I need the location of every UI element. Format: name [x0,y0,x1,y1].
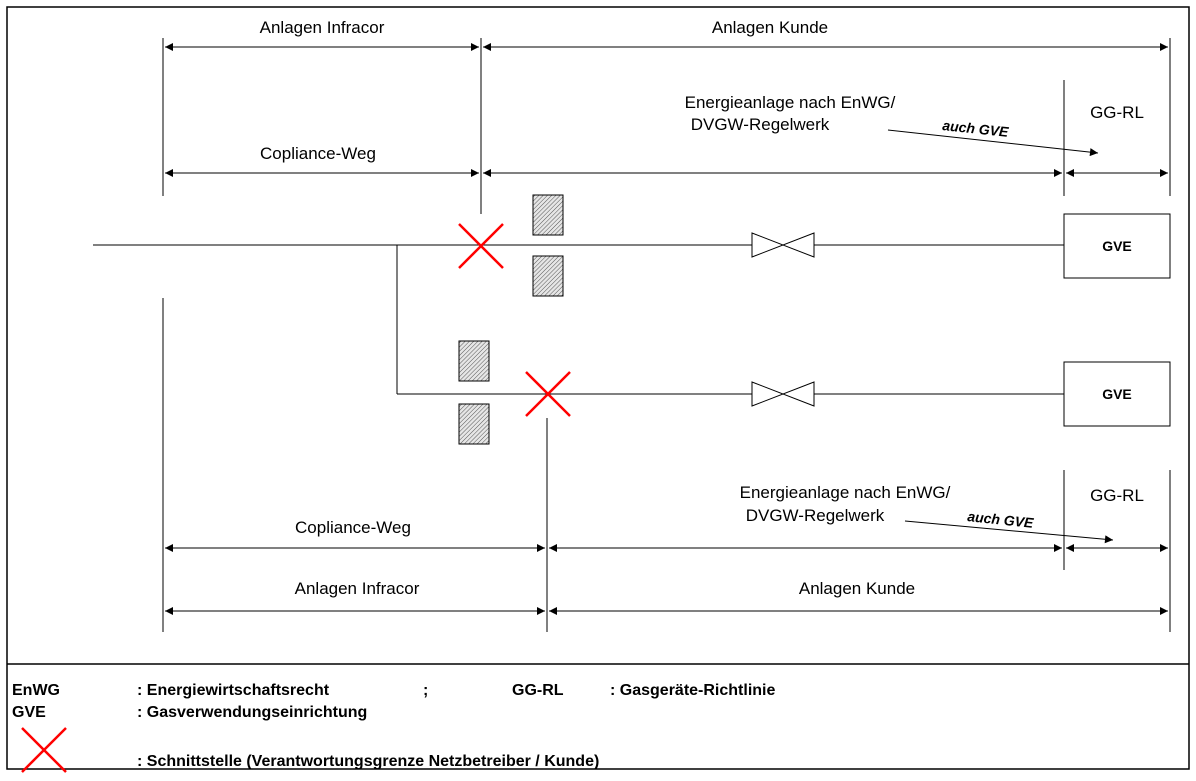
legend-cross-icon [21,727,67,773]
hatched-block-top-lower [532,255,564,297]
label-top-copliance-weg: Copliance-Weg [260,144,376,163]
arrow-bottom-auch-gve [904,520,1114,544]
gve-box-top-label: GVE [1102,238,1132,254]
legend-separator: ; [423,682,428,699]
label-top-energieanlage-1: Energieanlage nach EnWG/ [685,93,896,112]
label-top-auch-gve: auch GVE [942,117,1010,140]
arrow-top-auch-gve [887,129,1099,157]
diagram-frame [6,6,1190,770]
valve-top-icon [751,232,815,258]
label-top-anlagen-infracor: Anlagen Infracor [260,18,385,37]
gve-box-bottom [1063,361,1171,427]
label-bottom-copliance-weg: Copliance-Weg [295,518,411,537]
label-bottom-anlagen-kunde: Anlagen Kunde [799,579,915,598]
label-bottom-energieanlage-2: DVGW-Regelwerk [746,506,885,525]
interface-cross-top-icon [458,223,504,269]
interface-cross-bottom-icon [525,371,571,417]
label-top-energieanlage-2: DVGW-Regelwerk [691,115,830,134]
hatched-block-bottom-lower [458,403,490,445]
legend-enwg-desc: : Energiewirtschaftsrecht [137,682,330,699]
label-bottom-auch-gve: auch GVE [967,508,1035,531]
gve-box-top [1063,213,1171,279]
legend-ggrl-abbr: GG-RL [512,682,564,699]
label-bottom-anlagen-infracor: Anlagen Infracor [295,579,420,598]
legend-gve-desc: : Gasverwendungseinrichtung [137,704,367,721]
hatched-block-bottom-upper [458,340,490,382]
label-top-gg-rl: GG-RL [1090,103,1144,122]
label-bottom-energieanlage-1: Energieanlage nach EnWG/ [740,483,951,502]
legend-schnittstelle-desc: : Schnittstelle (Verantwortungsgrenze Ne… [137,753,599,770]
hatched-block-top-upper [532,194,564,236]
valve-bottom-icon [751,381,815,407]
gve-box-bottom-label: GVE [1102,386,1132,402]
legend-enwg-abbr: EnWG [12,682,60,699]
label-bottom-gg-rl: GG-RL [1090,486,1144,505]
label-top-anlagen-kunde: Anlagen Kunde [712,18,828,37]
legend-ggrl-desc: : Gasgeräte-Richtlinie [610,682,775,699]
legend-gve-abbr: GVE [12,704,46,721]
